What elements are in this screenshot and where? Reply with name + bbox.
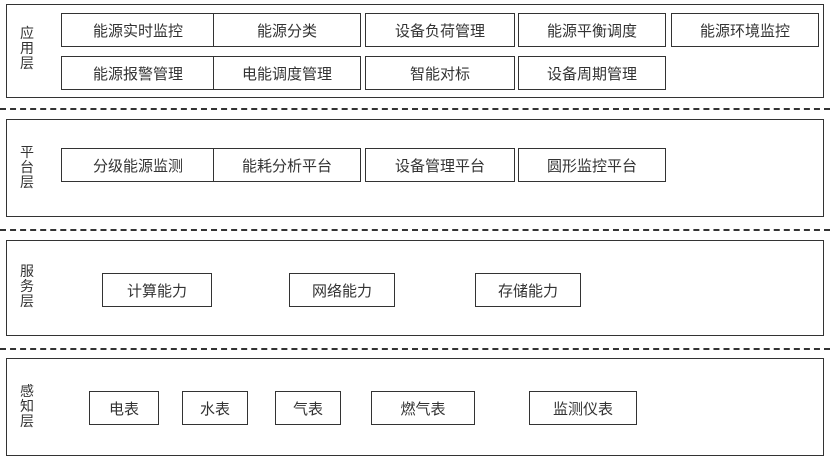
application-layer-label: 应用层 — [20, 26, 34, 72]
service-layer: 服务层 计算能力 网络能力 存储能力 — [6, 240, 824, 336]
perception-item-monitoring-instrument: 监测仪表 — [529, 391, 637, 425]
platform-layer-label: 平台层 — [20, 145, 34, 191]
perception-item-electric-meter: 电表 — [89, 391, 159, 425]
perception-layer: 感知层 电表 水表 气表 燃气表 监测仪表 — [6, 358, 824, 456]
layer-divider — [0, 108, 830, 110]
application-layer: 应用层 能源实时监控 能源分类 设备负荷管理 能源平衡调度 能源环境监控 能源报… — [6, 4, 824, 98]
app-item-equipment-load-management: 设备负荷管理 — [365, 13, 515, 47]
platform-layer: 平台层 分级能源监测 能耗分析平台 设备管理平台 圆形监控平台 — [6, 119, 824, 217]
service-item-network: 网络能力 — [289, 273, 395, 307]
app-item-equipment-cycle-management: 设备周期管理 — [518, 56, 666, 90]
platform-item-hierarchical-energy-monitoring: 分级能源监测 — [61, 148, 215, 182]
app-item-energy-balance-dispatch: 能源平衡调度 — [518, 13, 666, 47]
layer-divider — [0, 229, 830, 231]
app-item-smart-benchmarking: 智能对标 — [365, 56, 515, 90]
service-item-computing: 计算能力 — [102, 273, 212, 307]
perception-layer-label: 感知层 — [20, 384, 34, 430]
perception-item-water-meter: 水表 — [182, 391, 248, 425]
platform-item-energy-consumption-analysis: 能耗分析平台 — [213, 148, 361, 182]
platform-item-equipment-management: 设备管理平台 — [365, 148, 515, 182]
app-item-energy-environment-monitoring: 能源环境监控 — [671, 13, 819, 47]
app-item-energy-classification: 能源分类 — [213, 13, 361, 47]
perception-item-fuel-gas-meter: 燃气表 — [371, 391, 475, 425]
app-item-power-dispatch-management: 电能调度管理 — [213, 56, 361, 90]
service-layer-label: 服务层 — [20, 264, 34, 310]
platform-item-circular-monitoring: 圆形监控平台 — [518, 148, 666, 182]
service-item-storage: 存储能力 — [475, 273, 581, 307]
app-item-energy-alarm-management: 能源报警管理 — [61, 56, 215, 90]
app-item-energy-realtime-monitoring: 能源实时监控 — [61, 13, 215, 47]
layer-divider — [0, 348, 830, 350]
perception-item-gas-meter: 气表 — [275, 391, 341, 425]
